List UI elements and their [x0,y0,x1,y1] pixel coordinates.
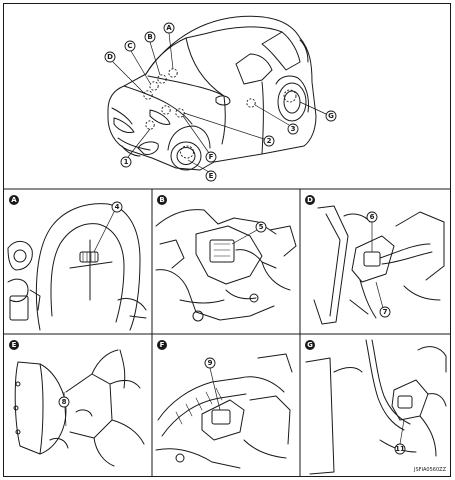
callout-1-top: 1 [120,156,132,168]
svg-text:4: 4 [115,203,120,211]
svg-text:11: 11 [395,445,405,453]
svg-text:F: F [160,341,165,349]
svg-text:9: 9 [208,359,213,367]
svg-text:C: C [127,42,132,50]
svg-text:1: 1 [124,158,129,166]
panel-F-badge: F [157,340,167,350]
svg-text:D: D [107,53,113,61]
callout-C-top: C [124,40,136,52]
svg-text:G: G [307,341,313,349]
panel-E-badge: E [9,340,19,350]
svg-text:B: B [147,33,152,41]
callout-4: 4 [111,201,123,213]
callout-3-top: 3 [287,123,299,135]
callout-G-top: G [325,110,337,122]
callout-E-top: E [205,170,217,182]
svg-text:2: 2 [267,137,272,145]
callout-D-top: D [104,51,116,63]
callout-11: 11 [394,443,406,455]
svg-text:F: F [209,153,214,161]
panel-F: F 9 [155,340,293,469]
vehicle-overview [107,15,317,171]
svg-text:D: D [307,196,313,204]
callout-9: 9 [204,357,216,369]
panel-E: E 8 [9,340,145,467]
callout-6: 6 [366,211,378,223]
svg-text:5: 5 [259,223,264,231]
svg-text:6: 6 [370,213,375,221]
panel-B: B 5 [155,195,297,322]
callout-F-top: F [205,151,217,163]
svg-text:8: 8 [62,398,67,406]
svg-text:3: 3 [291,125,296,133]
panel-D-badge: D [305,195,315,205]
panel-G: G 11 JSFIA0560ZZ [305,339,447,475]
svg-text:7: 7 [383,308,388,316]
svg-text:E: E [209,172,214,180]
svg-text:B: B [159,196,164,204]
panel-A-badge: A [9,195,19,205]
panel-A: A 4 [7,195,147,331]
svg-text:A: A [11,196,17,204]
panel-D: D 6 7 [305,195,445,325]
callout-B-top: B [144,31,156,43]
callout-7: 7 [379,306,391,318]
callout-2-top: 2 [263,135,275,147]
leader-lines [112,32,327,173]
figure-code: JSFIA0560ZZ [413,467,447,473]
panel-B-badge: B [157,195,167,205]
callout-A-top: A [163,22,175,34]
callout-5: 5 [255,221,267,233]
svg-text:A: A [166,24,172,32]
panel-G-badge: G [305,340,315,350]
svg-text:G: G [328,112,334,120]
svg-text:E: E [12,341,17,349]
callout-8: 8 [58,396,70,408]
